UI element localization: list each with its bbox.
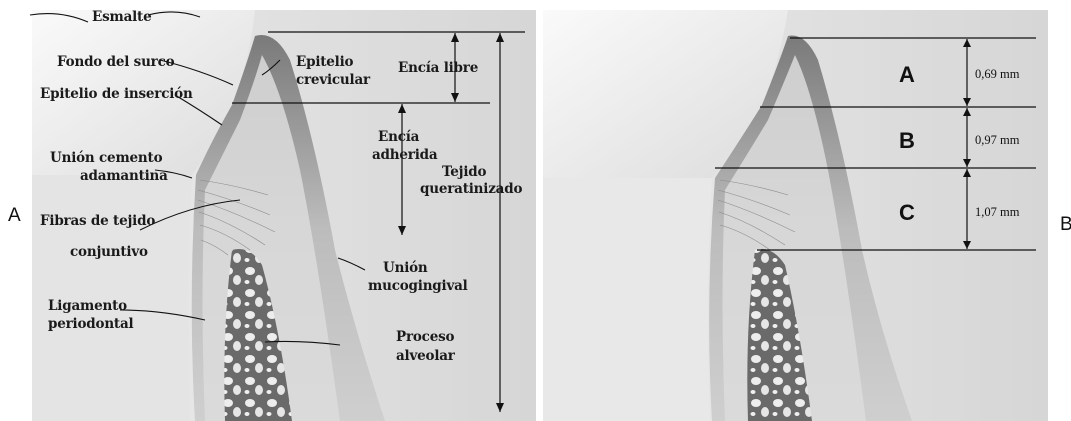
zone-b-measure: 0,97 mm: [975, 133, 1020, 147]
panel-b: A 0,69 mm B 0,97 mm C 1,07 mm B: [543, 10, 1071, 421]
label-epitelio-insercion: Epitelio de inserción: [40, 86, 193, 102]
zone-a-letter: A: [899, 62, 915, 87]
zone-a-measure: 0,69 mm: [975, 67, 1020, 81]
label-union-cemento-2: adamantina: [80, 168, 168, 184]
label-encia-libre: Encía libre: [398, 60, 478, 76]
label-union-cemento-1: Unión cemento: [50, 150, 163, 166]
label-encia-adherida-1: Encía: [378, 129, 420, 145]
label-epitelio-crevicular-1: Epitelio: [296, 54, 354, 70]
label-union-mucogingival-2: mucogingival: [368, 278, 468, 294]
label-epitelio-crevicular-2: crevicular: [296, 72, 371, 88]
tooth-root-b: [543, 178, 712, 421]
zone-b-letter: B: [899, 128, 915, 153]
label-proceso-1: Proceso: [396, 329, 454, 345]
label-tejido-1: Tejido: [442, 164, 487, 180]
label-esmalte: Esmalte: [92, 9, 151, 25]
panel-a: A Esmalte Fondo del surco Epitelio de in…: [8, 9, 536, 421]
panel-b-side-label: B: [1060, 214, 1071, 235]
label-tejido-2: queratinizado: [420, 181, 522, 197]
label-fibras-1: Fibras de tejido: [40, 213, 155, 229]
label-fibras-2: conjuntivo: [70, 244, 148, 260]
label-fondo-surco: Fondo del surco: [57, 54, 175, 70]
label-encia-adherida-2: adherida: [372, 147, 438, 163]
label-ligamento-2: periodontal: [48, 316, 134, 332]
label-ligamento-1: Ligamento: [48, 298, 127, 314]
zone-c-measure: 1,07 mm: [975, 205, 1020, 219]
label-union-mucogingival-1: Unión: [383, 260, 428, 276]
panel-a-side-label: A: [8, 205, 21, 226]
zone-c-letter: C: [899, 200, 915, 225]
label-proceso-2: alveolar: [396, 348, 456, 364]
